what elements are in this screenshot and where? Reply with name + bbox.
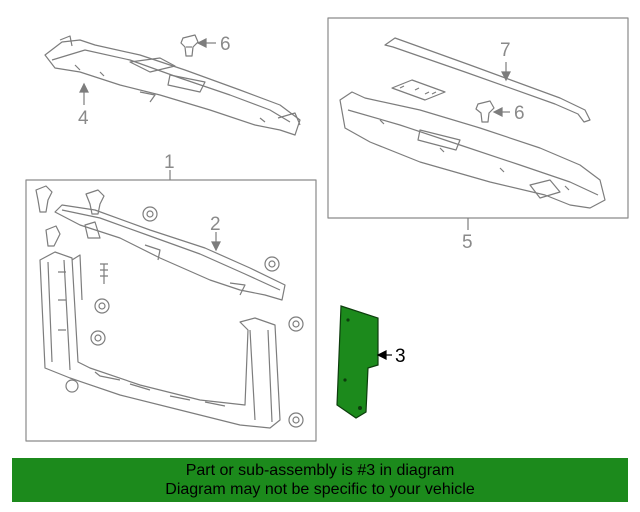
arrowhead-4 — [79, 82, 89, 93]
push-clip-part-6-upper — [180, 34, 199, 57]
upper-tie-bar-part-2 — [54, 204, 286, 301]
arrowhead-3 — [376, 350, 387, 360]
callout-7: 7 — [500, 40, 511, 61]
callout-4: 4 — [78, 108, 89, 129]
arrowhead-2 — [211, 241, 221, 252]
sight-shield-part-5 — [339, 91, 606, 209]
arrowhead-6-right — [492, 107, 503, 117]
banner-line-2: Diagram may not be specific to your vehi… — [165, 481, 475, 498]
pad-part — [391, 79, 446, 101]
radiator-support-cover-part-4 — [44, 35, 301, 136]
banner-line-1: Part or sub-assembly is #3 in diagram — [185, 462, 455, 479]
fastener-set — [35, 185, 304, 428]
callout-6-upper: 6 — [220, 34, 231, 55]
radiator-support-assembly-frame — [25, 179, 317, 442]
callout-2: 2 — [210, 214, 221, 235]
parts-diagram: 4 6 1 2 3 7 6 5 — [25, 17, 629, 442]
sight-shield-assembly-frame — [327, 17, 629, 219]
air-deflector-part-3-highlighted — [336, 305, 379, 419]
part-info-banner: Part or sub-assembly is #3 in diagram Di… — [12, 458, 628, 502]
push-clip-part-6-right — [475, 100, 495, 123]
arrowhead-7 — [501, 71, 511, 82]
seal-strip-part-7 — [384, 37, 591, 123]
radiator-support-frame-part — [39, 251, 281, 429]
arrowhead-6-upper — [196, 38, 207, 48]
callout-5: 5 — [462, 232, 473, 253]
callout-1: 1 — [164, 152, 175, 173]
callout-6-right: 6 — [514, 103, 525, 124]
callout-3: 3 — [395, 346, 406, 367]
